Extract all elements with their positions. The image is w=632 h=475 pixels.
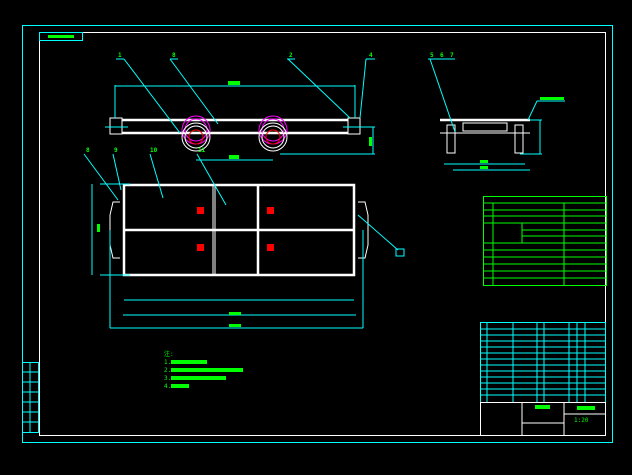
title-block: 1:20	[480, 402, 606, 436]
technical-notes: 注: 1. 2. 3. 4.	[164, 350, 243, 390]
inner-frame	[39, 32, 606, 436]
callout-4: 4	[369, 52, 373, 59]
callout-11: 11	[198, 147, 206, 154]
svg-text:1.: 1.	[164, 359, 171, 366]
svg-text:2.: 2.	[164, 367, 171, 374]
svg-text:注:: 注:	[164, 350, 174, 358]
drawing-number-box	[39, 32, 83, 41]
parts-list	[480, 322, 606, 403]
callout-7: 7	[450, 52, 454, 59]
parameter-table	[483, 196, 607, 286]
callout-8: 8	[172, 52, 176, 59]
callout-8b: 8	[86, 147, 90, 154]
svg-text:3.: 3.	[164, 375, 171, 382]
callout-10: 10	[150, 147, 158, 154]
end-view: 5 6 7	[428, 52, 565, 171]
plan-view: 8 9 10 11	[83, 147, 405, 329]
callout-9: 9	[114, 147, 118, 154]
outer-frame	[22, 25, 613, 443]
callout-6: 6	[440, 52, 444, 59]
callout-2: 2	[289, 52, 293, 59]
scale-value: 1:20	[574, 417, 589, 424]
wheel-right	[258, 115, 288, 152]
wheel-left	[181, 115, 211, 152]
side-view: 1 8 2 4	[105, 52, 375, 161]
callout-5: 5	[430, 52, 434, 59]
revision-strip	[22, 362, 39, 433]
svg-text:4.: 4.	[164, 383, 171, 390]
callout-1: 1	[118, 52, 122, 59]
